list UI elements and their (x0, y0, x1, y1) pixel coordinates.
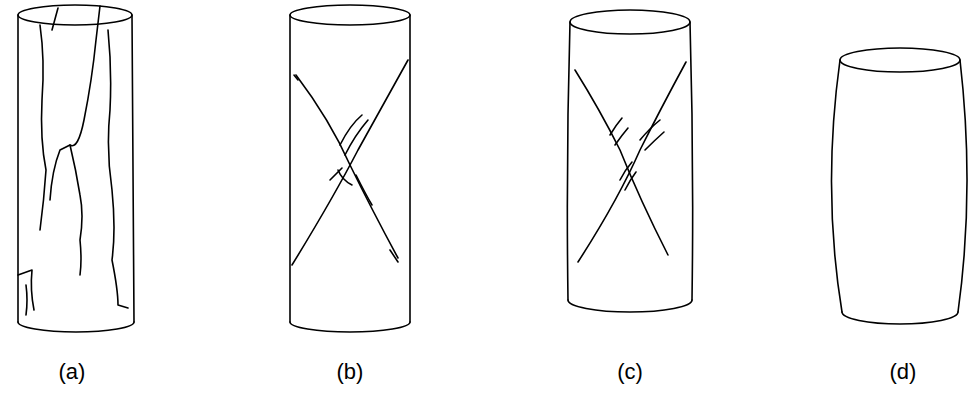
specimen-b (290, 5, 410, 332)
figure-label: (d) (890, 359, 917, 385)
specimen-a (18, 5, 134, 332)
figure-label: (c) (617, 359, 643, 385)
figure-label: (b) (337, 359, 364, 385)
specimen-c (567, 10, 692, 312)
figure-label: (a) (59, 359, 86, 385)
specimen-d (831, 48, 967, 324)
